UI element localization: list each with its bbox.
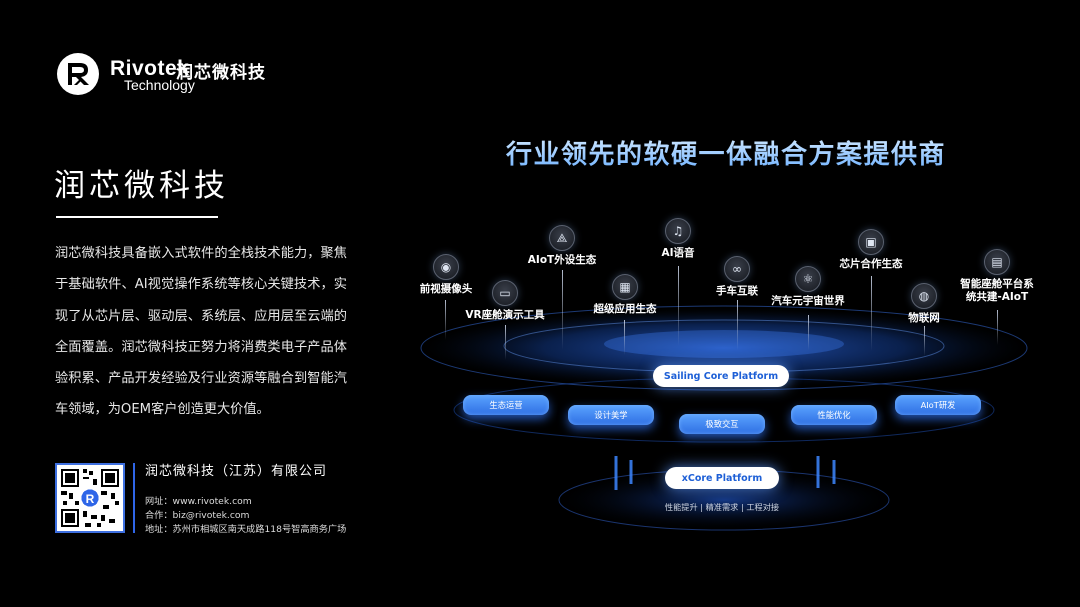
logo-name-cn: 润芯微科技 — [176, 63, 266, 83]
feature-connector — [624, 320, 625, 355]
link-icon: ∞ — [724, 256, 750, 282]
xcore-platform-label: xCore Platform — [665, 467, 779, 489]
feature-phone-car-link: ∞ 手车互联 — [667, 256, 807, 298]
logo-name-en: Rivotek — [110, 57, 190, 80]
xcore-caption: 性能提升 | 精准需求 | 工程对接 — [664, 502, 780, 512]
network-nodes-icon: ⟁ — [549, 225, 575, 251]
feature-aiot-peripheral: ⟁ AIoT外设生态 — [492, 225, 632, 267]
contact-email[interactable]: 合作：biz@rivotek.com — [145, 510, 250, 521]
contact-address: 地址：苏州市相城区南天成路118号智高商务广场 — [145, 524, 347, 535]
feature-front-camera: ◉ 前视摄像头 — [376, 254, 516, 296]
feature-connector — [678, 266, 679, 346]
logo-tagline: Technology — [124, 77, 195, 93]
rivotek-logo-icon — [57, 53, 99, 95]
feature-super-app: ▦ 超级应用生态 — [555, 274, 695, 316]
microphone-icon: ♫ — [665, 218, 691, 244]
feature-connector — [924, 326, 925, 356]
feature-vr-cockpit: ▭ VR座舱演示工具 — [435, 280, 575, 322]
atom-icon: ⚛ — [795, 266, 821, 292]
svg-text:R: R — [86, 492, 95, 506]
module-aiot-rd: AIoT研发 — [895, 395, 981, 415]
feature-connector — [808, 315, 809, 350]
feature-connector — [562, 270, 563, 350]
module-performance: 性能优化 — [791, 405, 877, 425]
qr-code-icon: R — [55, 463, 125, 533]
contact-divider — [133, 463, 135, 533]
sailing-core-platform-label: Sailing Core Platform — [653, 365, 789, 387]
module-ecosystem-ops: 生态运营 — [463, 395, 549, 415]
feature-connector — [997, 310, 998, 345]
module-design-aesthetics: 设计美学 — [568, 405, 654, 425]
contact-company-name: 润芯微科技（江苏）有限公司 — [145, 464, 328, 479]
chip-icon: ▣ — [858, 229, 884, 255]
title-divider — [56, 216, 218, 218]
feature-connector — [445, 300, 446, 340]
feature-ai-voice: ♫ AI语音 — [608, 218, 748, 260]
feature-connector — [505, 325, 506, 360]
feature-iot: ◍ 物联网 — [854, 283, 994, 325]
feature-cockpit-platform: ▤ 智能座舱平台系统共建-AIoT — [927, 249, 1067, 304]
module-interaction: 极致交互 — [679, 414, 765, 434]
feature-car-metaverse: ⚛ 汽车元宇宙世界 — [738, 266, 878, 308]
screen-icon: ▤ — [984, 249, 1010, 275]
company-title: 润芯微科技 — [54, 168, 229, 204]
feature-connector — [737, 300, 738, 350]
contact-website[interactable]: 网址：www.rivotek.com — [145, 496, 252, 507]
feature-chip-ecosystem: ▣ 芯片合作生态 — [801, 229, 941, 271]
apps-grid-icon: ▦ — [612, 274, 638, 300]
feature-connector — [871, 276, 872, 351]
company-description: 润芯微科技具备嵌入式软件的全栈技术能力，聚焦于基础软件、AI视觉操作系统等核心关… — [55, 246, 347, 418]
camera-icon: ◉ — [433, 254, 459, 280]
headline: 行业领先的软硬一体融合方案提供商 — [506, 134, 946, 171]
vr-headset-icon: ▭ — [492, 280, 518, 306]
platform-diagram — [420, 305, 1028, 531]
globe-icon: ◍ — [911, 283, 937, 309]
